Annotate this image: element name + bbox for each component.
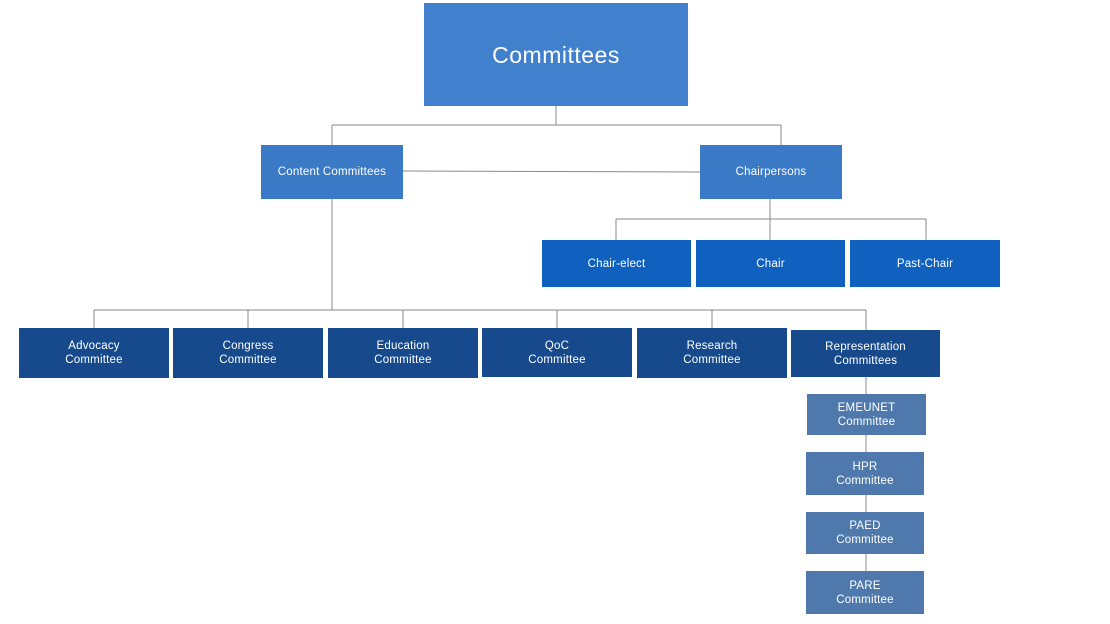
hpr-committee-label: HPR Committee <box>836 460 894 487</box>
chair-elect-node: Chair-elect <box>542 240 691 287</box>
emeunet-committee-label: EMEUNET Committee <box>837 401 896 428</box>
representation-committees-label: Representation Committees <box>825 340 906 367</box>
education-committee-node: Education Committee <box>328 328 478 378</box>
chair-label: Chair <box>756 257 785 270</box>
education-committee-label: Education Committee <box>374 340 432 366</box>
qoc-committee-label: QoC Committee <box>528 339 586 366</box>
root-node: Committees <box>424 3 688 106</box>
paed-committee-label: PAED Committee <box>836 520 894 546</box>
root-label: Committees <box>492 41 620 68</box>
past-chair-label: Past-Chair <box>896 257 954 270</box>
chair-elect-label: Chair-elect <box>587 257 646 270</box>
advocacy-committee-label: Advocacy Committee <box>65 340 123 366</box>
congress-committee-label: Congress Committee <box>219 340 277 366</box>
chair-node: Chair <box>696 240 845 287</box>
content-committees-label: Content Committees <box>277 166 387 178</box>
research-committee-node: Research Committee <box>637 328 787 378</box>
representation-committees-node: Representation Committees <box>791 330 940 377</box>
chairpersons-node: Chairpersons <box>700 145 842 199</box>
congress-committee-node: Congress Committee <box>173 328 323 378</box>
content-committees-node: Content Committees <box>261 145 403 199</box>
past-chair-node: Past-Chair <box>850 240 1000 287</box>
emeunet-committee-node: EMEUNET Committee <box>807 394 926 435</box>
hpr-committee-node: HPR Committee <box>806 452 924 495</box>
qoc-committee-node: QoC Committee <box>482 328 632 377</box>
pare-committee-node: PARE Committee <box>806 571 924 614</box>
pare-committee-label: PARE Committee <box>836 579 894 606</box>
research-committee-label: Research Committee <box>683 340 741 366</box>
advocacy-committee-node: Advocacy Committee <box>19 328 169 378</box>
paed-committee-node: PAED Committee <box>806 512 924 554</box>
chairpersons-label: Chairpersons <box>735 166 807 178</box>
